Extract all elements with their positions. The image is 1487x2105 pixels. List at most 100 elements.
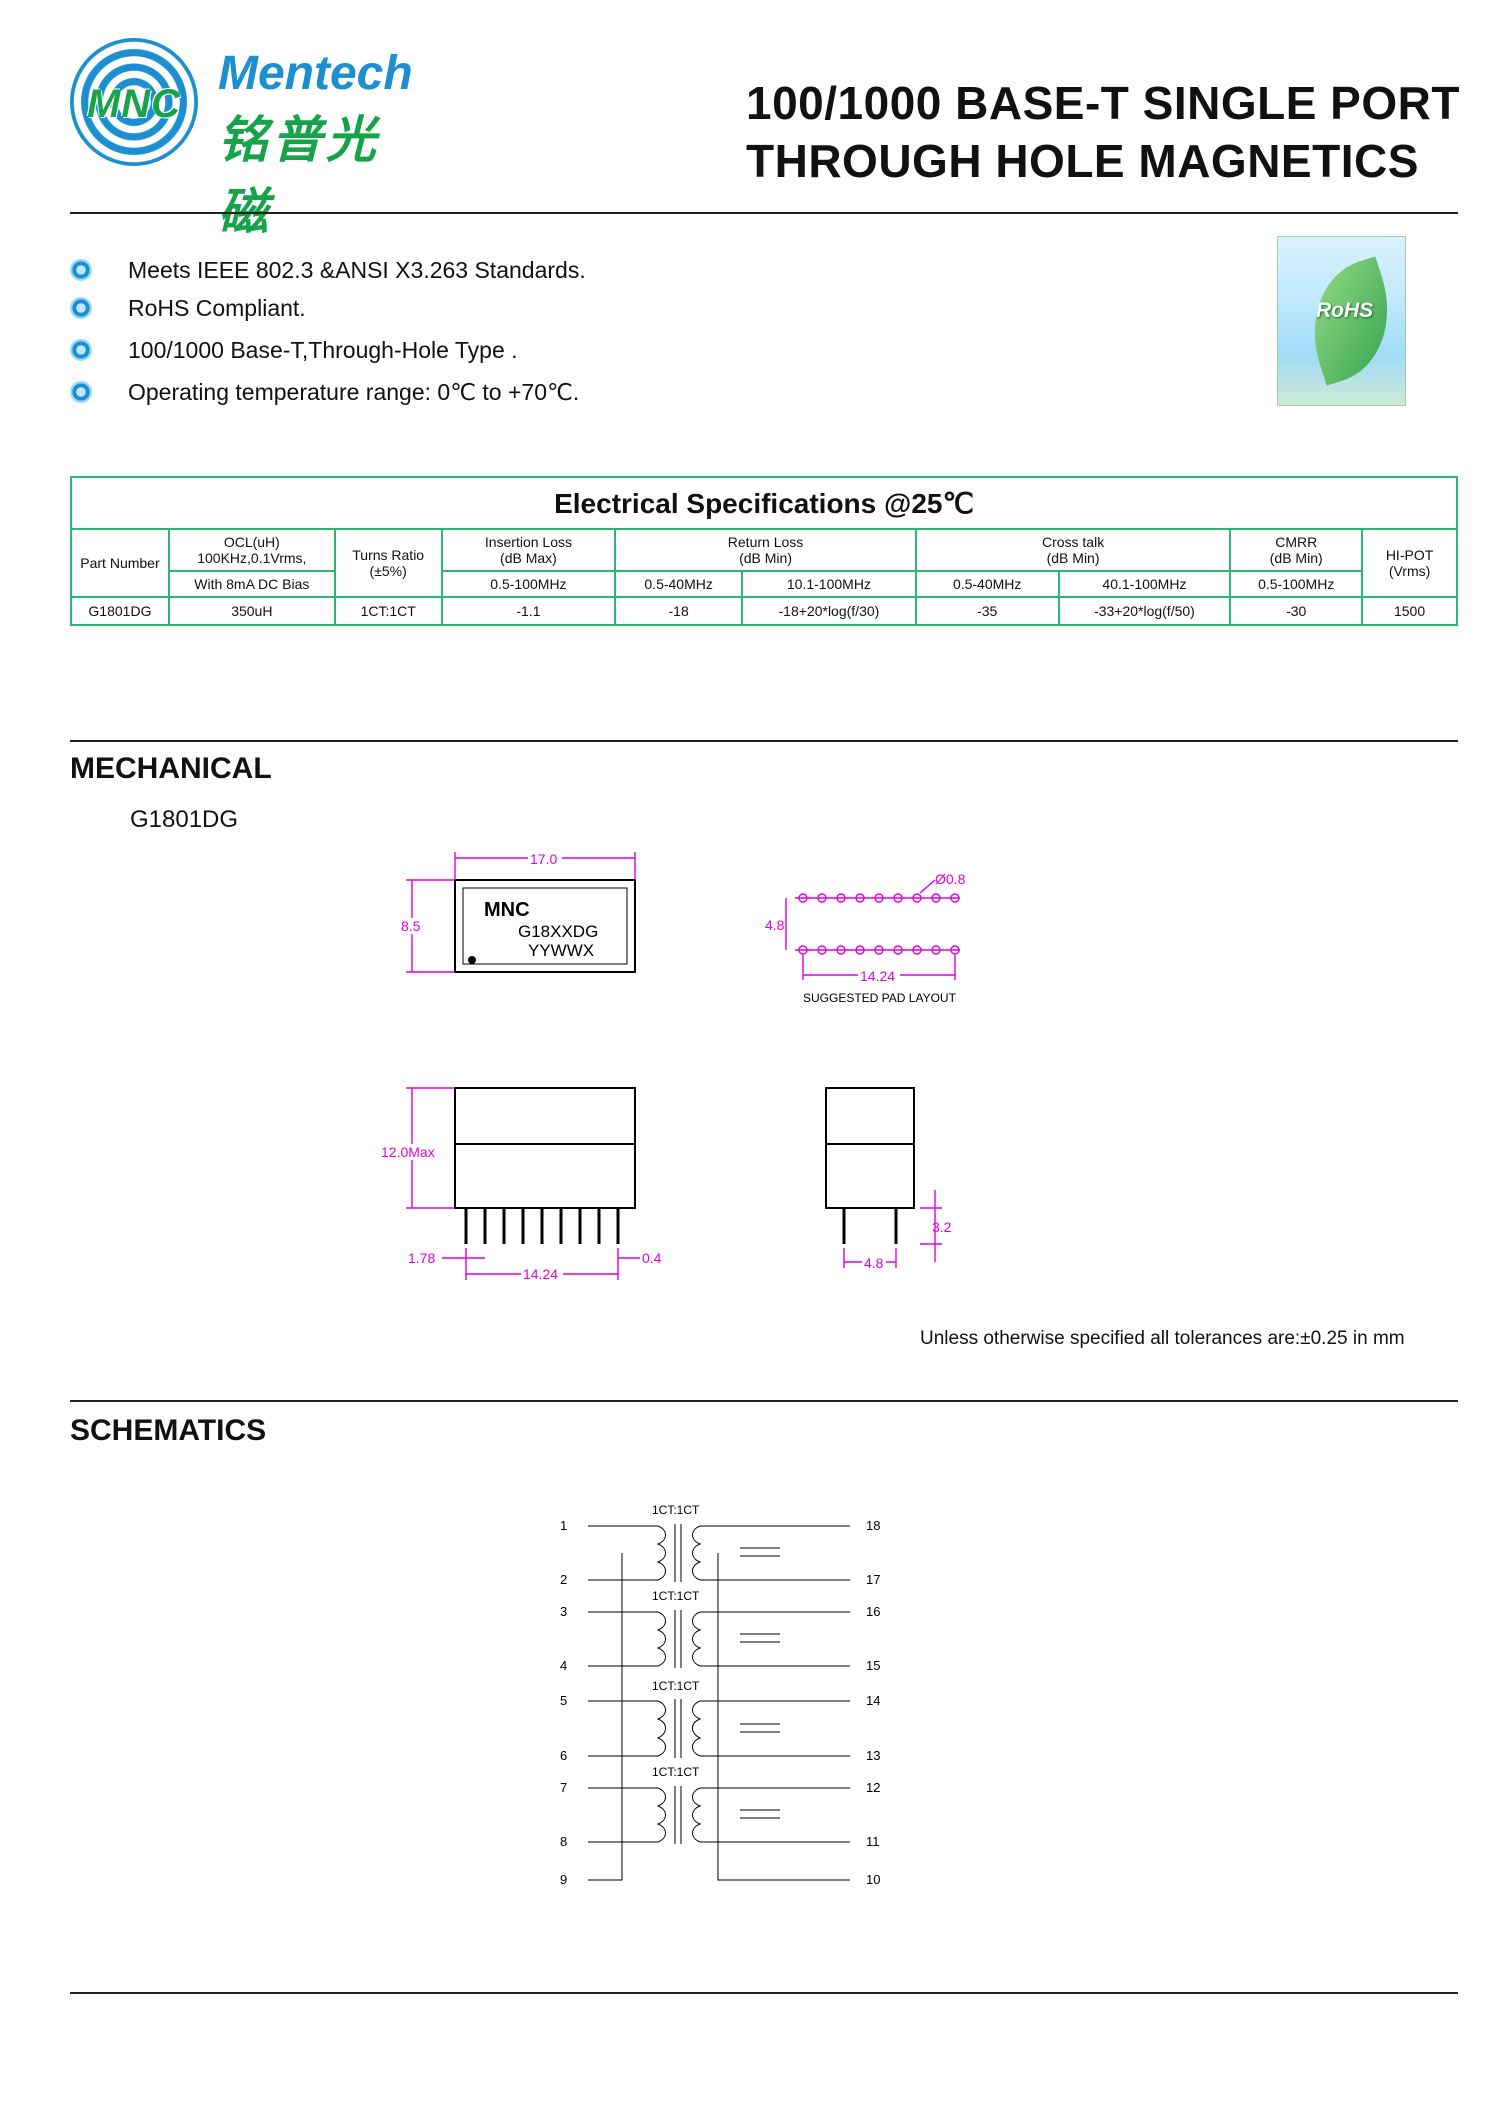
- pin-label: 8: [560, 1834, 567, 1849]
- cell-ct2: -33+20*log(f/50): [1057, 596, 1232, 626]
- cell-ct1: -35: [914, 596, 1060, 626]
- dim-side-height: 12.0Max: [381, 1144, 435, 1160]
- header-part-number: Part Number: [70, 528, 170, 598]
- transformer-channel-2: 1CT:1CT: [588, 1589, 850, 1668]
- pin-label: 18: [866, 1518, 880, 1533]
- cell-part: G1801DG: [70, 596, 170, 626]
- marking-part: G18XXDG: [518, 922, 598, 941]
- schematics-heading: SCHEMATICS: [70, 1414, 267, 1447]
- bullet-icon: [70, 381, 92, 403]
- rohs-badge: RoHS: [1277, 236, 1406, 406]
- pad-caption: SUGGESTED PAD LAYOUT: [803, 991, 957, 1005]
- dim-top-width: 17.0: [530, 851, 557, 867]
- pin-label: 2: [560, 1572, 567, 1587]
- pin-label: 10: [866, 1872, 880, 1887]
- mechanical-heading: MECHANICAL: [70, 752, 272, 785]
- header-rl-freq-2: 10.1-100MHz: [741, 570, 917, 598]
- header-rl-freq-1: 0.5-40MHz: [614, 570, 744, 598]
- cell-turns: 1CT:1CT: [333, 596, 443, 626]
- feature-item: 100/1000 Base-T,Through-Hole Type .: [70, 330, 770, 370]
- dim-pin-width: 0.4: [642, 1250, 662, 1266]
- dim-pad-diameter: Ø0.8: [935, 871, 966, 887]
- top-view: MNC G18XXDG YYWWX 17.0 8.5: [399, 850, 636, 973]
- electrical-spec-table: Electrical Specifications @25℃ Part Numb…: [70, 476, 1458, 626]
- title-line-2: THROUGH HOLE MAGNETICS: [746, 135, 1419, 187]
- end-view: 3.2 4.8: [825, 1087, 952, 1271]
- table-title: Electrical Specifications @25℃: [70, 476, 1458, 530]
- document-title: 100/1000 BASE-T SINGLE PORT THROUGH HOLE…: [746, 74, 1460, 190]
- header-cross-talk: Cross talk(dB Min): [914, 528, 1232, 572]
- pin-label: 14: [866, 1693, 880, 1708]
- feature-item: RoHS Compliant.: [70, 288, 770, 328]
- marking-date: YYWWX: [528, 941, 594, 960]
- header-ocl: OCL(uH)100KHz,0.1Vrms,: [167, 528, 336, 572]
- cell-cmrr: -30: [1229, 596, 1364, 626]
- pin-label: 5: [560, 1693, 567, 1708]
- transformer-channel-1: 1CT:1CT: [588, 1503, 850, 1582]
- pin-label: 13: [866, 1748, 880, 1763]
- table-row: G1801DG 350uH 1CT:1CT -1.1 -18 -18+20*lo…: [70, 596, 1458, 626]
- pin-label: 11: [866, 1834, 880, 1849]
- header-cmrr-freq: 0.5-100MHz: [1229, 570, 1364, 598]
- mechanical-drawing: MNC G18XXDG YYWWX 17.0 8.5 Ø0.8 4.8: [380, 850, 966, 1282]
- pin-label: 7: [560, 1780, 567, 1795]
- svg-text:1CT:1CT: 1CT:1CT: [652, 1589, 700, 1603]
- logo-mark: MNC: [86, 82, 182, 126]
- transformer-channel-3: 1CT:1CT: [588, 1679, 850, 1758]
- pin-label: 3: [560, 1604, 567, 1619]
- header-insertion-loss: Insertion Loss(dB Max): [440, 528, 617, 572]
- pin-label: 17: [866, 1572, 880, 1587]
- dim-pad-row-gap: 4.8: [765, 917, 785, 933]
- dim-pin-pitch: 1.78: [408, 1250, 435, 1266]
- header-ct-freq-1: 0.5-40MHz: [914, 570, 1060, 598]
- schematic-diagram: 1CT:1CT 1CT:1CT 1CT:1CT 1CT:1CT: [560, 1503, 880, 1887]
- transformer-channel-4: 1CT:1CT: [588, 1765, 850, 1844]
- pad-row-bottom: [798, 945, 960, 955]
- pin-label: 16: [866, 1604, 880, 1619]
- pin-label: 9: [560, 1872, 567, 1887]
- bullet-icon: [70, 259, 92, 281]
- pin1-dot: [468, 956, 476, 964]
- pin-label: 12: [866, 1780, 880, 1795]
- header-ct-freq-2: 40.1-100MHz: [1057, 570, 1232, 598]
- svg-text:1CT:1CT: 1CT:1CT: [652, 1765, 700, 1779]
- cell-rl2: -18+20*log(f/30): [741, 596, 917, 626]
- header-cmrr: CMRR(dB Min): [1229, 528, 1364, 572]
- tolerance-note: Unless otherwise specified all tolerance…: [920, 1328, 1405, 1349]
- svg-text:1CT:1CT: 1CT:1CT: [652, 1679, 700, 1693]
- pad-row-top: [798, 893, 960, 903]
- header-ocl-bias: With 8mA DC Bias: [167, 570, 336, 598]
- footer-divider: [70, 1992, 1458, 1994]
- bullet-icon: [70, 297, 92, 319]
- cell-ocl: 350uH: [167, 596, 336, 626]
- logo-ring-icon: [70, 38, 198, 166]
- header-return-loss: Return Loss(dB Min): [614, 528, 917, 572]
- dim-end-pin-length: 3.2: [932, 1219, 952, 1235]
- title-line-1: 100/1000 BASE-T SINGLE PORT: [746, 77, 1460, 129]
- marking-logo: MNC: [484, 899, 530, 921]
- dim-pad-span: 14.24: [860, 968, 895, 984]
- pad-layout: Ø0.8 4.8 14.24 SUGGESTED PAD LAYOUT: [765, 871, 966, 1005]
- pin-label: 15: [866, 1658, 880, 1673]
- dim-pin-span: 14.24: [523, 1266, 558, 1282]
- bullet-icon: [70, 339, 92, 361]
- schematics-divider: [70, 1400, 1458, 1402]
- ratio-label: 1CT:1CT: [652, 1503, 700, 1517]
- side-view: 12.0Max 1.78 14.24 0.4: [380, 1087, 662, 1282]
- feature-item: Meets IEEE 802.3 &ANSI X3.263 Standards.: [70, 250, 770, 290]
- schematic-pin-labels: 1 2 3 4 5 6 7 8 9 18 17 16 15 14 13 12 1…: [560, 1518, 880, 1887]
- dim-top-height: 8.5: [401, 918, 421, 934]
- header-il-freq: 0.5-100MHz: [440, 570, 617, 598]
- header-hipot: HI-POT(Vrms): [1361, 528, 1458, 598]
- cell-hipot: 1500: [1361, 596, 1458, 626]
- header-turns-ratio: Turns Ratio(±5%): [333, 528, 443, 598]
- pin-label: 4: [560, 1658, 567, 1673]
- mechanical-divider: [70, 740, 1458, 742]
- logo-brand: Mentech: [218, 47, 413, 100]
- pin-label: 6: [560, 1748, 567, 1763]
- model-number: G1801DG: [130, 806, 239, 833]
- feature-item: Operating temperature range: 0℃ to +70℃.: [70, 372, 770, 412]
- cell-rl1: -18: [614, 596, 744, 626]
- pin-label: 1: [560, 1518, 567, 1533]
- header-divider: [70, 212, 1458, 214]
